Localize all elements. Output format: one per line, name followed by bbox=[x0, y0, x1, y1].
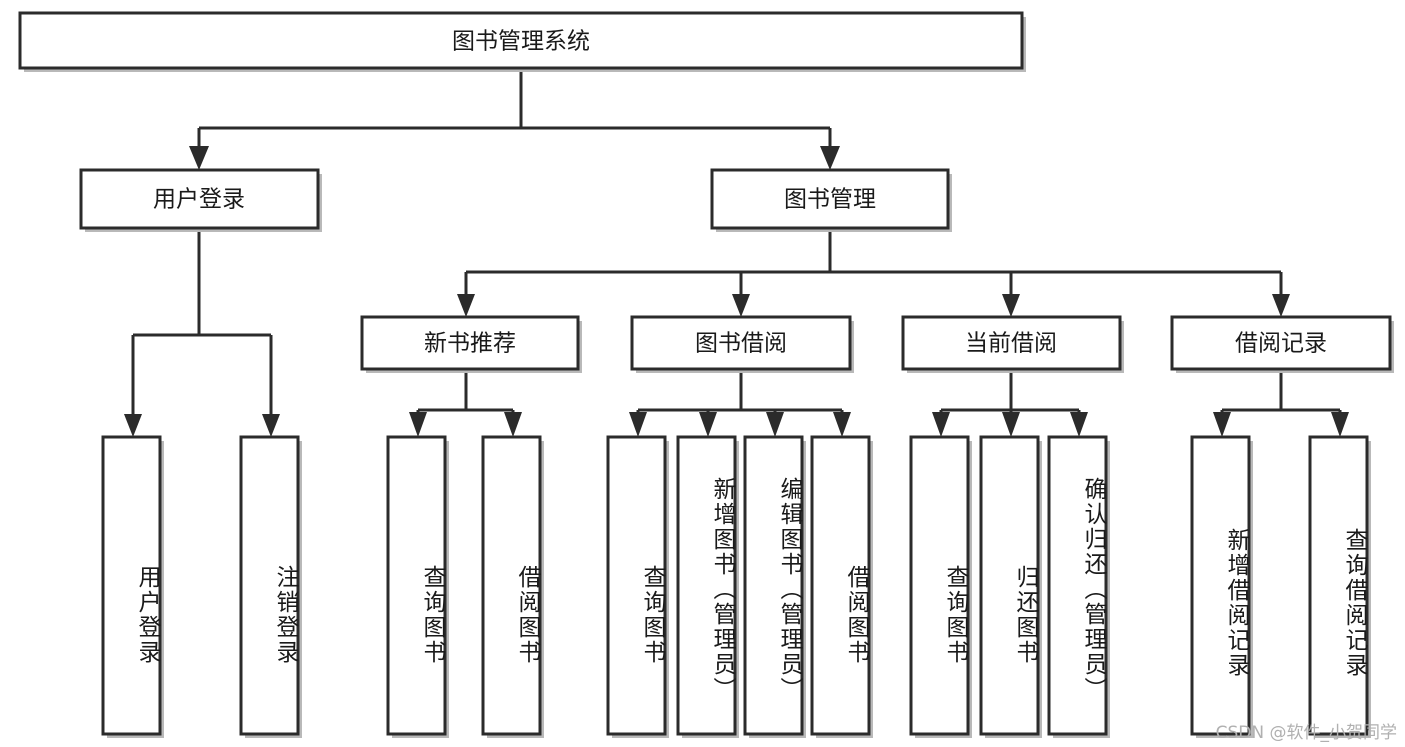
leaf-query-record-box[interactable] bbox=[1308, 435, 1369, 736]
node-book-manage-label: 图书管理 bbox=[784, 187, 876, 213]
leaf-node-user-logout[interactable] bbox=[239, 435, 302, 738]
node-book-borrow-label: 图书借阅 bbox=[695, 331, 787, 357]
node-current-borrow-label: 当前借阅 bbox=[965, 331, 1057, 357]
leaf-node-query-book-2[interactable] bbox=[606, 435, 669, 738]
node-book-borrow[interactable]: 图书借阅 bbox=[630, 315, 854, 373]
connector-newbook-to-leaves bbox=[409, 373, 522, 437]
leaf-node-return-book[interactable] bbox=[979, 435, 1042, 738]
leaf-confirm-return-box[interactable] bbox=[1047, 435, 1108, 736]
arrow-icon-leaf-user-logout bbox=[262, 414, 280, 437]
leaf-borrow-book-2-box[interactable] bbox=[810, 435, 871, 736]
arrow-icon-book-manage bbox=[820, 146, 840, 170]
leaf-return-book-box[interactable] bbox=[979, 435, 1040, 736]
arrow-icon-leaf-query-book-3 bbox=[932, 412, 950, 437]
arrow-icon-new-book-recommend bbox=[457, 294, 475, 317]
node-user-login-label: 用户登录 bbox=[153, 187, 245, 213]
arrow-icon-leaf-borrow-book-2 bbox=[833, 412, 851, 437]
leaf-user-login-box[interactable] bbox=[101, 435, 162, 736]
leaf-node-query-record[interactable] bbox=[1308, 435, 1371, 738]
arrow-icon-leaf-add-book bbox=[699, 412, 717, 437]
connector-bookmanage-to-level3 bbox=[457, 232, 1290, 317]
node-new-book-recommend[interactable]: 新书推荐 bbox=[360, 315, 582, 373]
leaf-query-book-2-box[interactable] bbox=[606, 435, 667, 736]
arrow-icon-user-login bbox=[189, 146, 209, 170]
leaf-borrow-book-1-box[interactable] bbox=[481, 435, 542, 736]
leaf-node-borrow-book-2[interactable] bbox=[810, 435, 873, 738]
connector-currentborrow-to-leaves bbox=[932, 373, 1088, 437]
node-borrow-record[interactable]: 借阅记录 bbox=[1170, 315, 1394, 373]
node-new-book-recommend-box[interactable] bbox=[360, 315, 580, 371]
leaf-query-book-3-box[interactable] bbox=[909, 435, 970, 736]
csdn-watermark: CSDN @软件_小贺同学 bbox=[1215, 723, 1397, 743]
connector-bookborrow-to-leaves bbox=[629, 373, 851, 437]
leaf-add-record-box[interactable] bbox=[1190, 435, 1251, 736]
node-root-box[interactable] bbox=[18, 11, 1024, 70]
leaf-edit-book-box[interactable] bbox=[743, 435, 804, 736]
arrow-icon-current-borrow bbox=[1002, 294, 1020, 317]
connector-borrowrecord-to-leaves bbox=[1213, 373, 1349, 437]
arrow-icon-leaf-borrow-book-1 bbox=[504, 412, 522, 437]
node-current-borrow-box[interactable] bbox=[901, 315, 1122, 371]
arrow-icon-leaf-query-book-2 bbox=[629, 412, 647, 437]
leaf-node-add-book[interactable] bbox=[676, 435, 739, 738]
leaf-node-edit-book[interactable] bbox=[743, 435, 806, 738]
leaf-node-borrow-book-1[interactable] bbox=[481, 435, 544, 738]
leaf-query-book-1-box[interactable] bbox=[386, 435, 447, 736]
arrow-icon-leaf-add-record bbox=[1213, 412, 1231, 437]
leaf-node-add-record[interactable] bbox=[1190, 435, 1253, 738]
arrow-icon-leaf-query-record bbox=[1331, 412, 1349, 437]
node-user-login[interactable]: 用户登录 bbox=[79, 168, 322, 232]
node-book-borrow-box[interactable] bbox=[630, 315, 852, 371]
arrow-icon-borrow-record bbox=[1272, 294, 1290, 317]
leaf-node-query-book-1[interactable] bbox=[386, 435, 449, 738]
arrow-icon-leaf-query-book-1 bbox=[409, 412, 427, 437]
connector-root-to-level2 bbox=[189, 68, 840, 170]
leaf-add-book-box[interactable] bbox=[676, 435, 737, 736]
node-book-manage[interactable]: 图书管理 bbox=[710, 168, 952, 232]
leaf-node-user-login[interactable] bbox=[101, 435, 164, 738]
node-user-login-box[interactable] bbox=[79, 168, 320, 230]
arrow-icon-leaf-user-login bbox=[124, 414, 142, 437]
connector-userlogin-to-leaves bbox=[124, 232, 280, 437]
node-borrow-record-label: 借阅记录 bbox=[1235, 331, 1327, 357]
arrow-icon-book-borrow bbox=[732, 294, 750, 317]
node-root[interactable]: 图书管理系统 bbox=[18, 11, 1026, 72]
leaf-node-confirm-return[interactable] bbox=[1047, 435, 1110, 738]
node-root-label: 图书管理系统 bbox=[452, 29, 590, 55]
node-new-book-recommend-label: 新书推荐 bbox=[424, 331, 516, 357]
leaf-node-query-book-3[interactable] bbox=[909, 435, 972, 738]
arrow-icon-leaf-return-book bbox=[1002, 412, 1020, 437]
arrow-icon-leaf-confirm-return bbox=[1070, 412, 1088, 437]
node-book-manage-box[interactable] bbox=[710, 168, 950, 230]
arrow-icon-leaf-edit-book bbox=[766, 412, 784, 437]
node-borrow-record-box[interactable] bbox=[1170, 315, 1392, 371]
leaf-user-logout-box[interactable] bbox=[239, 435, 300, 736]
node-current-borrow[interactable]: 当前借阅 bbox=[901, 315, 1124, 373]
